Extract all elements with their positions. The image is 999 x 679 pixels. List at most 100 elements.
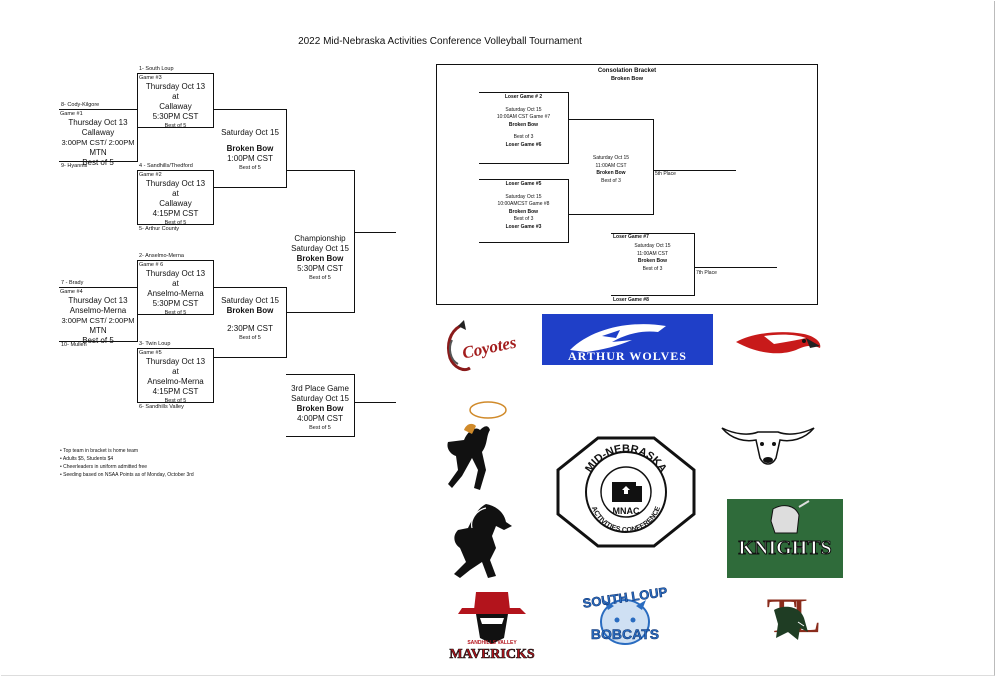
semi2-box: Saturday Oct 15 Broken Bow 2:30PM CST Be… [214,287,287,358]
game3-best: Best of 5 [164,123,187,129]
cons-fifth-line [654,170,736,171]
champ-best: Best of 5 [309,275,331,281]
cons-g8-top: Loser Game #5 [505,181,542,187]
game3-box: Game #3 Thursday Oct 13 at Callaway 5:30… [137,73,214,129]
game3-at: at [172,92,179,101]
bobcats-text: BOBCATS [590,626,660,643]
game3-date: Thursday Oct 13 [145,82,206,91]
semi1-time: 1:00PM CST [227,154,273,163]
seed-sandhills-thedford: 4 - Sandhills/Thedford [139,163,193,169]
game2-box: Game #2 Thursday Oct 13 at Callaway 4:15… [137,170,214,226]
game6-venue: Anselmo-Merna [147,289,204,298]
knights-logo: KNIGHTS [727,499,843,578]
cons-fifth-label: 5th Place [655,171,676,177]
cons-seventh-box: Saturday Oct 15 11:00AM CST Broken Bow B… [611,233,695,296]
twin-loup-logo: TL [754,587,828,650]
cons-fifth-time: 11:00AM CST [595,162,627,169]
eagle-logo [734,326,824,360]
game1-box: Game #1 Thursday Oct 13 Callaway 3:00PM … [59,109,138,167]
semi2-venue: Broken Bow [226,306,274,315]
game6-time: 5:30PM CST [152,299,199,308]
note-item: Top team in bracket is home team [60,447,194,455]
cons-g8-time: 10:00AMCST Game #8 [497,201,550,207]
cons-seventh-line [695,267,777,268]
game5-at: at [172,367,179,376]
game1-date: Thursday Oct 13 [68,118,128,127]
mustang-logo [446,500,518,580]
knights-text: KNIGHTS [738,537,832,560]
mnac-center-text: MNAC [613,506,640,516]
champion-line [355,232,396,233]
semi2-best: Best of 5 [239,335,261,341]
game2-at: at [172,189,179,198]
seed-sandhills-valley: 6- Sandhills Valley [139,404,184,410]
semi1-date: Saturday Oct 15 [221,128,279,137]
cons-g7-date: Saturday Oct 15 [505,106,542,113]
cons-g7-bottom: Loser Game #6 [505,141,542,148]
seed-hyannis: 9- Hyannis [61,163,88,169]
cons-seventh-date: Saturday Oct 15 [634,243,671,249]
seed-mullen: 10- Mullen [61,342,87,348]
game4-venue: Anselmo-Merna [69,306,127,315]
game2-venue: Callaway [159,199,192,208]
game6-best: Best of 5 [164,310,187,316]
game4-label: Game #4 [60,289,83,295]
consolation-title: Consolation Bracket [597,68,657,74]
game1-venue: Callaway [81,128,115,137]
third-venue: Broken Bow [296,404,344,413]
game6-at: at [172,279,179,288]
game4-best: Best of 5 [82,336,114,345]
cons-seventh-time: 11:00AM CST [636,250,669,257]
cons-g7-best: Best of 3 [513,134,534,140]
seed-arthur-county: 5- Arthur County [139,226,180,232]
note-item: Adults $5, Students $4 [60,455,194,463]
third-date: Saturday Oct 15 [291,394,349,403]
game1-label: Game #1 [60,111,83,117]
mavericks-top-text: SANDHILLS VALLEY [467,640,517,646]
game3-venue: Callaway [159,102,192,111]
bobcats-logo: SOUTH LOUP BOBCATS [572,584,678,658]
note-item: Cheerleaders in uniform admitted free [60,463,194,471]
mavericks-logo: SANDHILLS VALLEY MAVERICKS [440,588,544,668]
game1-time: 3:00PM CST/ 2:00PM [61,138,135,147]
cons-g7-top: Loser Game # 2 [504,94,543,100]
cons-game8-box: Loser Game #5 Saturday Oct 15 10:00AMCST… [479,179,569,243]
game5-best: Best of 5 [164,398,187,404]
game5-box: Game #5 Thursday Oct 13 at Anselmo-Merna… [137,348,214,404]
game4-box: Game #4 Thursday Oct 13 Anselmo-Merna 3:… [59,287,138,345]
semi1-venue: Broken Bow [226,144,274,153]
semi1-best: Best of 5 [239,165,261,171]
game1-best: Best of 5 [82,158,114,167]
champ-time: 5:30PM CST [297,264,343,273]
seed-brady: 7 - Brady [61,280,84,286]
game5-time: 4:15PM CST [152,387,199,396]
game6-date: Thursday Oct 13 [145,269,206,278]
third-best: Best of 5 [309,425,331,431]
cowboy-horse-logo [442,400,514,492]
seed-cody-kilgore: 8- Cody-Kilgore [61,102,100,108]
cons-g8-venue: Broken Bow [508,208,539,215]
cons-g7-time: 10:00AM CST Game #7 [496,114,551,120]
note-item: Seeding based on NSAA Points as of Monda… [60,471,194,479]
notes-list: Top team in bracket is home team Adults … [60,447,194,479]
third-title: 3rd Place Game [291,384,349,393]
cons-fifth-date: Saturday Oct 15 [592,155,630,161]
semi1-box: Saturday Oct 15 Broken Bow 1:00PM CST Be… [214,109,287,188]
game2-time: 4:15PM CST [152,209,199,218]
cons-seventh-venue: Broken Bow [637,258,668,264]
longhorn-logo [720,418,816,470]
seed-twin-loup: 3- Twin Loup [139,341,171,347]
game3-time: 5:30PM CST [152,112,199,121]
cons-seventh-top: Loser Game #7 [613,234,649,240]
game5-venue: Anselmo-Merna [147,377,204,386]
cons-g8-date: Saturday Oct 15 [505,193,542,200]
champ-venue: Broken Bow [296,254,344,263]
consolation-subtitle: Broken Bow [610,76,644,82]
mavericks-text: MAVERICKS [449,647,535,663]
consolation-bracket: Consolation Bracket Broken Bow Loser Gam… [436,64,818,305]
page-title: 2022 Mid-Nebraska Activities Conference … [298,36,582,47]
semi2-date: Saturday Oct 15 [221,296,279,305]
mnac-logo: MID-NEBRASKA ACTIVITIES CONFERENCE MNAC [556,436,696,548]
game4-time: 3:00PM CST/ 2:00PM [61,316,135,325]
cons-g8-best: Best of 3 [513,216,534,222]
